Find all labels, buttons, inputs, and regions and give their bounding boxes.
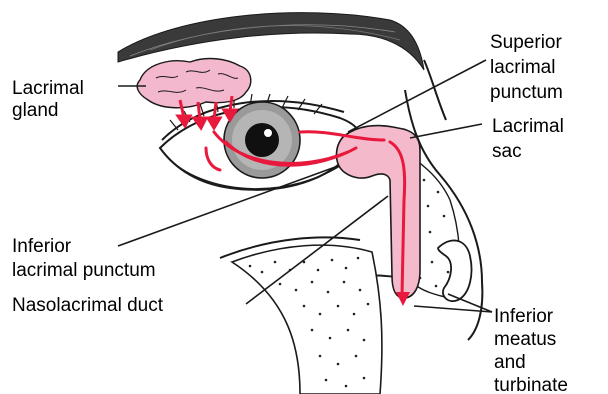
label-nasolacrimal-duct: Nasolacrimal duct — [12, 295, 164, 316]
label-inferior-lacrimal-punctum: Inferior lacrimal punctum — [12, 236, 156, 281]
eye — [160, 94, 360, 190]
label-superior-lacrimal-punctum: Superior lacrimal punctum — [490, 32, 567, 103]
label-lacrimal-gland: Lacrimal gland — [12, 78, 89, 121]
label-lacrimal-sac: Lacrimal sac — [492, 116, 569, 162]
tear-flow-arrowhead — [396, 292, 410, 306]
pupil — [245, 123, 279, 157]
eyebrow — [118, 13, 424, 70]
label-inferior-meatus-and-turbinate: Inferior meatus and turbinate — [494, 306, 568, 394]
